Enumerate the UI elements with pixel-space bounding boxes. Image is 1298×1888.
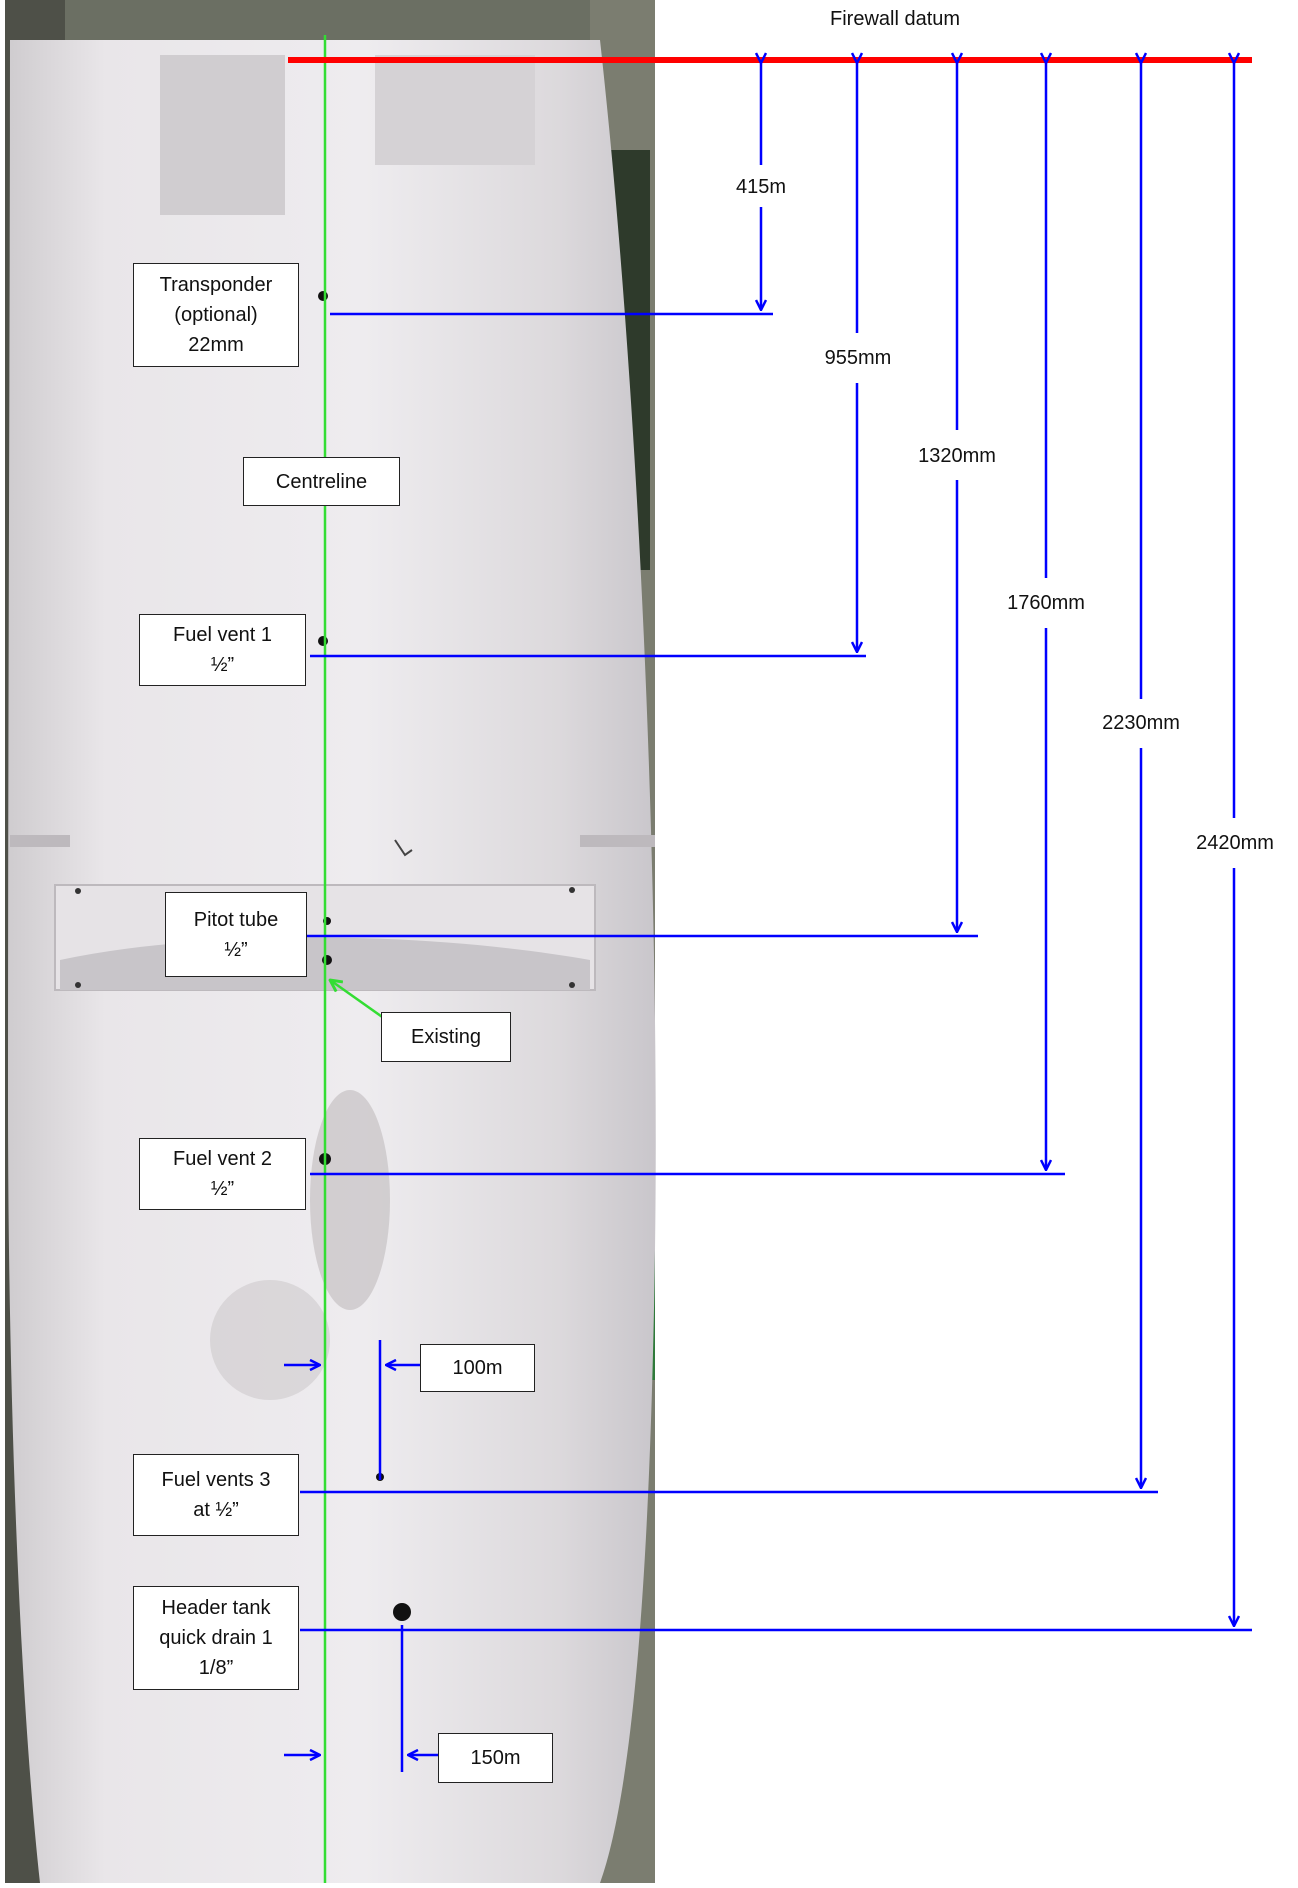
existing-label: Existing [381, 1012, 511, 1062]
offset-100-label: 100m [420, 1344, 535, 1392]
dimension-label-1760: 1760mm [999, 590, 1093, 617]
fuel-vents-3-label: Fuel vents 3 at ½” [133, 1454, 299, 1536]
fuel-vent-1-hole [318, 636, 328, 646]
centreline-label: Centreline [243, 457, 400, 506]
transponder-label: Transponder (optional) 22mm [133, 263, 299, 367]
firewall-datum-title: Firewall datum [830, 8, 961, 30]
existing-hole [322, 955, 332, 965]
offset-150-label: 150m [438, 1733, 553, 1783]
fuel-vent-2-label: Fuel vent 2 ½” [139, 1138, 306, 1210]
dimension-label-415: 415m [730, 174, 792, 201]
offset-150-dimension [284, 1625, 440, 1772]
dimension-label-955: 955mm [818, 345, 898, 372]
header-tank-hole [393, 1603, 411, 1621]
hull-notch-left [160, 55, 285, 215]
dimension-label-1320: 1320mm [910, 443, 1004, 470]
fuel-vent-1-label: Fuel vent 1 ½” [139, 614, 306, 686]
header-tank-label: Header tank quick drain 1 1/8” [133, 1586, 299, 1690]
dimension-label-2230: 2230mm [1094, 710, 1188, 737]
dimension-label-2420: 2420mm [1188, 830, 1282, 857]
offset-100-dimension [284, 1340, 420, 1480]
pitot-tube-label: Pitot tube ½” [165, 892, 307, 977]
hull-notch-right [375, 55, 535, 165]
transponder-hole [318, 291, 328, 301]
